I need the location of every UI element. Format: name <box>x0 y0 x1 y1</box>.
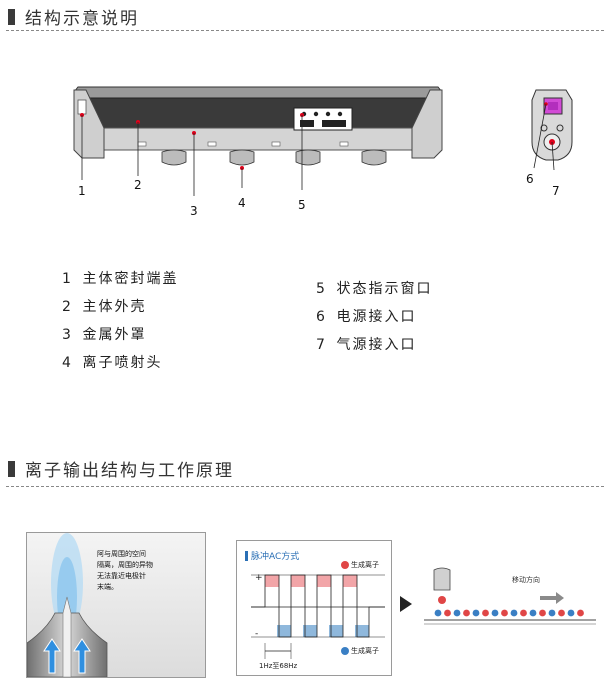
negative-ion-label: 生成离子 <box>351 647 379 655</box>
section-divider <box>6 486 604 487</box>
pulse-waveform <box>251 561 385 659</box>
plus-label: + <box>255 573 263 583</box>
ion-particle <box>539 609 546 617</box>
ion-particle <box>463 609 470 617</box>
pulse-ac-panel: 脉冲AC方式 + - 生成离子 生成离子 1Hz至68Hz <box>236 540 392 676</box>
device-front-view <box>73 86 443 196</box>
section-title-text: 结构示意说明 <box>25 9 139 29</box>
legend-item: 3 金属外罩 <box>62 327 147 343</box>
ion-particle <box>510 609 518 617</box>
legend-item: 2 主体外壳 <box>62 299 147 315</box>
ion-particle <box>577 609 584 617</box>
frequency-label: 1Hz至68Hz <box>259 662 298 670</box>
callout-6: 6 <box>526 172 534 186</box>
section-title-structure: 结构示意说明 <box>8 4 139 29</box>
section-divider <box>6 30 604 31</box>
minus-label: - <box>255 629 259 639</box>
ion-transport-illustration <box>424 567 596 625</box>
callout-4: 4 <box>238 196 246 210</box>
legend-item: 4 离子喷射头 <box>62 355 163 371</box>
title-marker <box>245 550 248 561</box>
callout-5: 5 <box>298 198 306 212</box>
ion-particle <box>548 609 556 617</box>
legend-item: 1 主体密封端盖 <box>62 271 179 287</box>
callout-7: 7 <box>552 184 560 198</box>
legend-item: 6 电源接入口 <box>316 309 417 325</box>
callout-1: 1 <box>78 184 86 198</box>
ac-title: 脉冲AC方式 <box>245 549 299 562</box>
ion-particle <box>444 609 451 617</box>
legend-item: 7 气源接入口 <box>316 337 417 353</box>
nozzle-drawing <box>27 533 108 677</box>
ion-particle <box>453 609 461 617</box>
section-marker <box>8 460 15 477</box>
move-arrow-icon <box>540 592 564 604</box>
move-direction-label: 移动方向 <box>512 576 540 584</box>
ion-particle <box>472 609 480 617</box>
play-arrow-icon <box>400 596 412 612</box>
ion-particle <box>520 609 527 617</box>
device-side-view <box>531 89 573 171</box>
positive-ion-label: 生成离子 <box>351 561 379 569</box>
ion-particle <box>482 609 489 617</box>
negative-ion-icon <box>341 647 349 655</box>
ion-particle <box>491 609 499 617</box>
callout-2: 2 <box>134 178 142 192</box>
positive-ion-icon <box>341 561 349 569</box>
ion-particle <box>434 609 442 617</box>
ion-particle <box>529 609 537 617</box>
section-title-ion-output: 离子输出结构与工作原理 <box>8 456 234 481</box>
legend-item: 5 状态指示窗口 <box>316 281 433 297</box>
callout-3: 3 <box>190 204 198 218</box>
nozzle-note: 阿与周围的空间 隔离，周围的异物 无法靠近电极针 末端。 <box>97 550 153 591</box>
ion-particle <box>567 609 575 617</box>
ion-particle <box>558 609 565 617</box>
ion-particle <box>501 609 508 617</box>
section-marker <box>8 8 15 25</box>
section-title-text: 离子输出结构与工作原理 <box>25 461 234 481</box>
nozzle-illustration: 阿与周围的空间 隔离，周围的异物 无法靠近电极针 末端。 <box>26 532 206 678</box>
